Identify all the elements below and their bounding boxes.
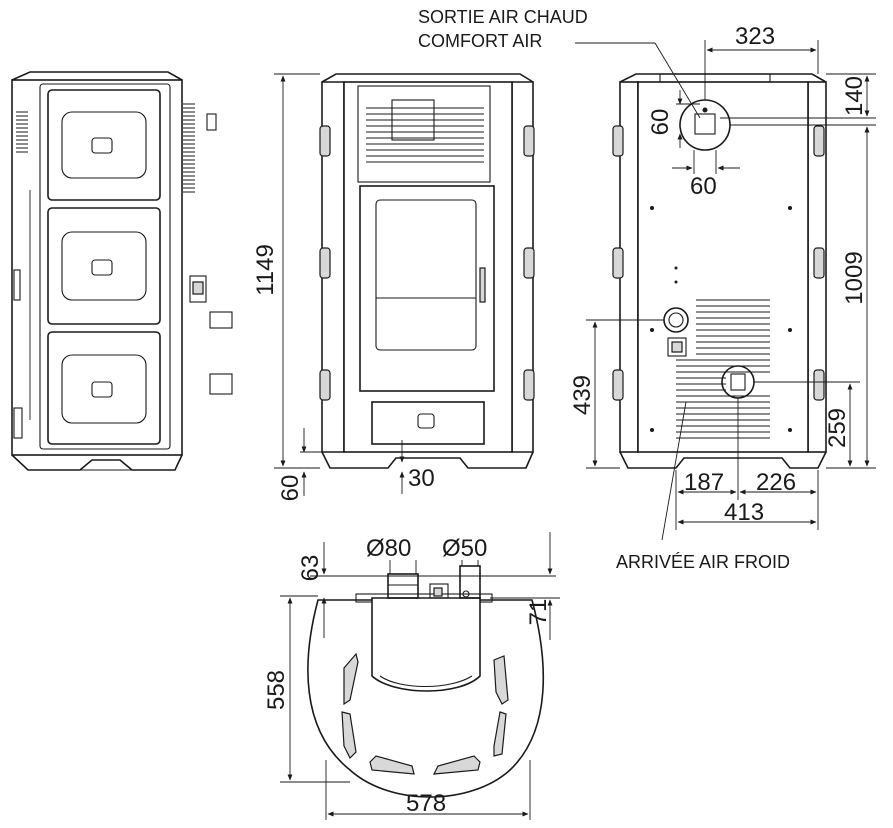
dim-front-foot-offset: 30 — [408, 465, 435, 492]
dim-rear-outlet-width: 323 — [735, 23, 775, 50]
front-grille — [366, 99, 484, 163]
dim-rear-left-port-offset: 187 — [684, 469, 724, 496]
dim-front-height: 1149 — [252, 244, 279, 296]
dim-top-width: 578 — [406, 790, 446, 817]
dim-rear-outlet-height: 1009 — [841, 251, 868, 304]
rear-dims: SORTIE AIR CHAUD COMFORT AIR 323 140 60 … — [418, 7, 876, 572]
top-pipe-small — [459, 565, 481, 599]
dim-top-depth-offset: 71 — [525, 599, 552, 626]
side-vent-left — [16, 111, 28, 153]
front-drawer — [371, 401, 485, 445]
front-view — [319, 73, 535, 469]
dim-rear-right-port-height: 259 — [824, 408, 851, 448]
side-tile-top — [47, 89, 161, 201]
dim-rear-outlet-square-v: 60 — [647, 109, 674, 136]
label-hot-air-outlet-1: SORTIE AIR CHAUD — [418, 7, 588, 27]
top-pipe-large — [387, 573, 419, 599]
front-dims: 1149 60 30 — [252, 73, 435, 502]
dim-front-foot-height: 60 — [277, 475, 304, 502]
rear-view — [612, 73, 827, 469]
label-cold-air-inlet: ARRIVÉE AIR FROID — [616, 552, 790, 572]
top-view — [307, 565, 545, 798]
side-tile-middle — [47, 207, 161, 325]
dim-top-pipe-large: Ø80 — [366, 535, 411, 562]
dim-rear-right-port-offset: 226 — [756, 469, 796, 496]
dim-rear-outlet-square-h: 60 — [690, 173, 717, 200]
side-view — [11, 71, 233, 471]
rear-grille — [676, 299, 770, 439]
dim-rear-outlet-top: 140 — [841, 76, 868, 116]
side-vent-right — [183, 103, 195, 193]
label-hot-air-outlet-2: COMFORT AIR — [418, 31, 542, 51]
dim-top-pipe-offset: 63 — [297, 555, 324, 582]
dim-top-depth: 558 — [263, 670, 290, 710]
side-tile-bottom — [47, 331, 161, 445]
dim-rear-left-port-height: 439 — [569, 375, 596, 415]
dim-rear-base-width: 413 — [724, 499, 764, 526]
top-dims: 63 Ø80 Ø50 71 558 578 — [263, 532, 560, 820]
front-door — [359, 185, 495, 392]
dim-top-pipe-small: Ø50 — [442, 535, 487, 562]
